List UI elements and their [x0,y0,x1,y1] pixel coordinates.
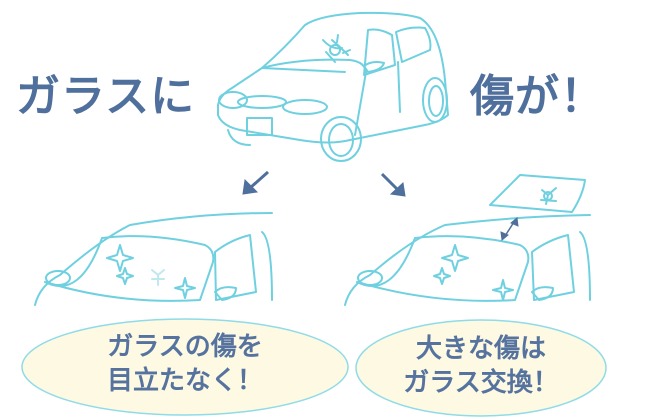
detached-windshield [489,174,586,213]
headline-left: ガラスに [16,71,196,122]
option-polish-line1: ガラスの傷を [107,332,263,362]
headline-right: 傷が！ [470,71,605,122]
option-replace-line2: ガラス交換！ [403,368,559,398]
glass-replacement-car-illustration [344,174,591,306]
option-replace-line1: 大きな傷は [415,334,546,364]
option-bubble-right [355,319,607,417]
option-replace-text: 大きな傷は ガラス交換！ [356,332,606,400]
option-polish-line2: 目立たなく！ [106,366,263,396]
repaired-car-illustration [34,212,273,306]
option-polish-text: ガラスの傷を 目立たなく！ [35,330,335,398]
option-bubble-left [21,318,349,416]
damaged-car-illustration [217,11,449,162]
arrows [242,170,519,241]
